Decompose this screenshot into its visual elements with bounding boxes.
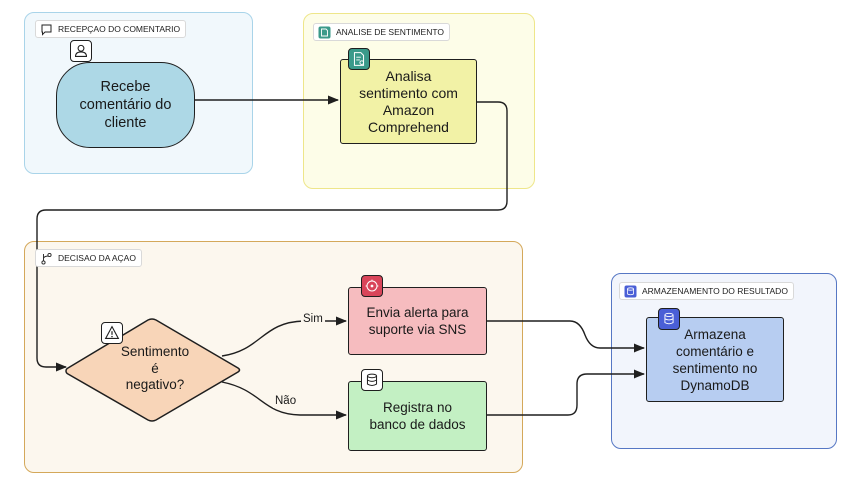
group-label-armazenamento-text: ARMAZENAMENTO DO RESULTADO	[642, 286, 788, 296]
branch-icon	[40, 252, 53, 265]
node-analisa-label: Analisa sentimento com Amazon Comprehend	[359, 67, 458, 135]
node-decisao-sentimento[interactable]: Sentimento é negativo?	[100, 344, 210, 394]
dynamodb-icon	[624, 285, 637, 298]
node-recebe-comentario[interactable]: Recebe comentário do cliente	[56, 62, 195, 148]
group-label-analise-text: ANALISE DE SENTIMENTO	[336, 27, 445, 37]
group-label-armazenamento: ARMAZENAMENTO DO RESULTADO	[619, 282, 794, 300]
node-analisa-sentimento[interactable]: Analisa sentimento com Amazon Comprehend	[340, 59, 477, 144]
node-recebe-label: Recebe comentário do cliente	[79, 79, 172, 131]
warning-icon	[101, 322, 123, 344]
comprehend-icon	[318, 26, 331, 39]
group-label-analise: ANALISE DE SENTIMENTO	[313, 23, 451, 41]
group-label-recepcao-text: RECEPÇAO DO COMENTARIO	[58, 24, 181, 34]
edge-label-nao: Não	[273, 395, 299, 408]
node-envia-label: Envia alerta para suporte via SNS	[366, 305, 469, 337]
comment-icon	[40, 23, 53, 36]
database-icon	[361, 369, 383, 391]
node-registra-label: Registra no banco de dados	[369, 400, 466, 432]
edge-label-sim: Sim	[301, 313, 325, 326]
node-armazena-dynamodb[interactable]: Armazena comentário e sentimento no Dyna…	[646, 317, 784, 402]
group-label-decisao: DECISAO DA AÇAO	[35, 249, 142, 267]
user-icon	[70, 40, 92, 62]
sns-icon	[361, 275, 383, 297]
node-envia-alerta[interactable]: Envia alerta para suporte via SNS	[348, 287, 487, 355]
node-armazena-label: Armazena comentário e sentimento no Dyna…	[672, 326, 758, 393]
group-label-decisao-text: DECISAO DA AÇAO	[58, 253, 136, 263]
node-decisao-label: Sentimento é negativo?	[120, 344, 190, 392]
comprehend-icon	[348, 48, 370, 70]
dynamodb-icon	[658, 308, 680, 330]
node-registra-banco[interactable]: Registra no banco de dados	[348, 381, 487, 451]
group-label-recepcao: RECEPÇAO DO COMENTARIO	[35, 20, 187, 38]
